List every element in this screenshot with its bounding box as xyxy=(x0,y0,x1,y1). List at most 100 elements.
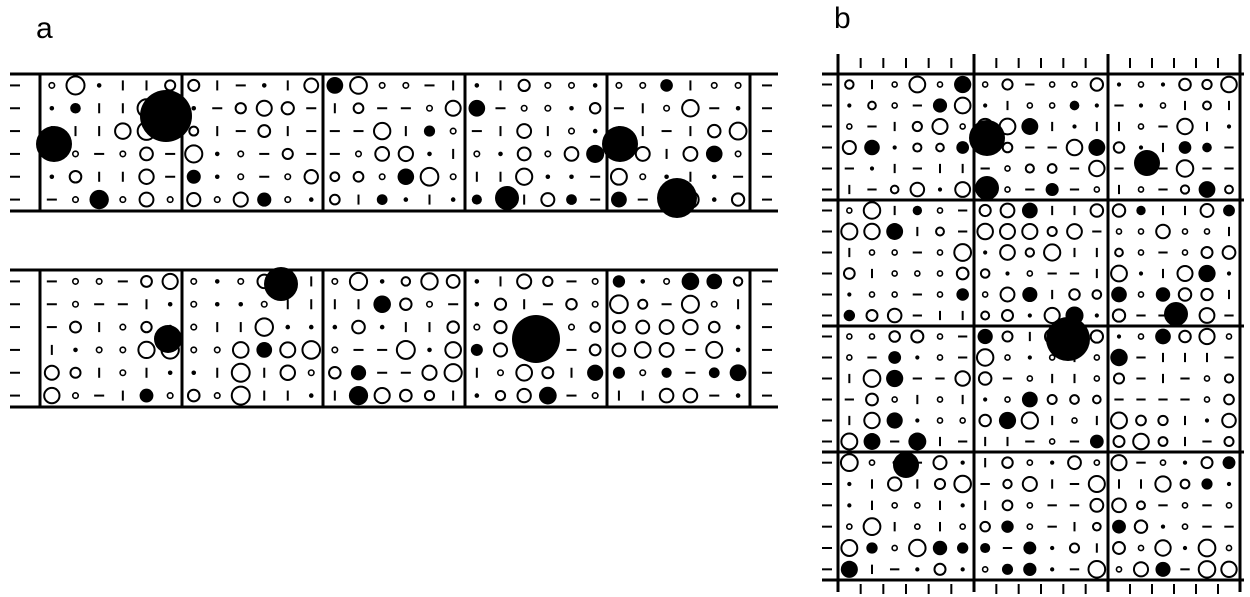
open-circle xyxy=(281,147,294,161)
dot xyxy=(378,173,386,181)
dot xyxy=(591,300,599,308)
open-circle xyxy=(419,166,440,187)
open-circle xyxy=(1046,393,1058,406)
dot xyxy=(1115,565,1123,573)
dot xyxy=(1181,228,1189,235)
dot xyxy=(284,173,292,181)
dot xyxy=(847,103,852,108)
open-circle xyxy=(303,169,319,185)
open-circle xyxy=(1220,560,1238,579)
open-circle xyxy=(1024,163,1035,174)
dot xyxy=(1115,228,1123,235)
open-circle xyxy=(1111,308,1127,323)
open-circle xyxy=(69,366,82,379)
open-circle xyxy=(517,78,531,93)
open-circle xyxy=(352,170,365,183)
open-circle xyxy=(658,341,675,358)
dot xyxy=(48,81,56,89)
dot xyxy=(846,333,853,340)
dot xyxy=(915,418,920,423)
open-circle xyxy=(1068,288,1081,301)
open-circle xyxy=(932,455,948,471)
open-circle xyxy=(1089,77,1105,92)
filled-circle xyxy=(840,560,858,578)
dot xyxy=(592,83,598,88)
dot xyxy=(845,523,853,531)
dot xyxy=(664,174,669,180)
open-circle xyxy=(682,318,699,336)
filled-circle xyxy=(660,79,673,92)
filled-circle xyxy=(1222,456,1236,470)
filled-circle xyxy=(471,194,482,205)
dot xyxy=(1160,82,1166,87)
dot xyxy=(981,565,989,573)
dot xyxy=(847,503,852,508)
open-circle xyxy=(301,340,322,360)
open-circle xyxy=(1001,141,1014,154)
open-circle xyxy=(494,389,507,402)
filled-circle xyxy=(1202,142,1212,153)
filled-circle xyxy=(956,141,970,154)
open-circle xyxy=(444,99,462,117)
open-circle xyxy=(609,294,629,315)
open-circle xyxy=(1157,414,1169,427)
dot xyxy=(119,346,127,354)
open-circle xyxy=(912,142,923,153)
open-circle xyxy=(1178,77,1192,92)
dot xyxy=(1093,354,1101,361)
dot xyxy=(449,127,457,135)
open-circle xyxy=(65,75,86,96)
dot xyxy=(734,81,742,89)
open-circle xyxy=(707,320,721,334)
open-circle xyxy=(1176,117,1194,136)
dot xyxy=(260,300,268,308)
open-circle xyxy=(423,390,436,402)
dot xyxy=(1203,396,1211,403)
filled-circle xyxy=(264,267,298,301)
filled-circle xyxy=(397,168,415,186)
open-circle xyxy=(1088,159,1106,178)
filled-circle xyxy=(256,342,273,358)
open-circle xyxy=(254,317,274,337)
filled-circle xyxy=(1155,287,1171,302)
dot xyxy=(868,459,876,467)
open-circle xyxy=(352,102,365,115)
dot xyxy=(959,417,966,424)
filled-circle xyxy=(1134,150,1160,176)
filled-circle xyxy=(908,432,927,451)
open-circle xyxy=(542,275,554,288)
dot xyxy=(1026,459,1034,467)
open-circle xyxy=(1092,394,1102,405)
open-circle xyxy=(1221,412,1237,429)
dot xyxy=(1048,438,1056,445)
open-circle xyxy=(1068,542,1081,554)
open-circle xyxy=(1132,432,1150,451)
open-circle xyxy=(1224,184,1234,195)
filled-circle xyxy=(1001,520,1014,533)
dot xyxy=(378,81,386,89)
filled-circle xyxy=(1021,391,1038,408)
open-circle xyxy=(445,274,461,289)
dot xyxy=(1048,102,1056,109)
open-circle xyxy=(863,222,881,241)
filled-circle xyxy=(470,343,483,356)
open-circle xyxy=(1223,373,1235,384)
dot xyxy=(592,128,598,134)
dot xyxy=(474,393,480,398)
filled-circle xyxy=(980,542,991,554)
open-circle xyxy=(862,517,882,537)
open-circle xyxy=(1198,327,1216,346)
open-circle xyxy=(443,363,463,383)
dot xyxy=(308,197,314,202)
filled-circle xyxy=(705,145,723,163)
filled-circle xyxy=(866,542,878,554)
open-circle xyxy=(231,341,250,359)
filled-circle xyxy=(186,169,201,184)
filled-circle xyxy=(154,325,182,353)
dot xyxy=(1226,481,1232,487)
dot xyxy=(663,104,671,112)
open-circle xyxy=(1089,497,1105,513)
dot xyxy=(959,123,966,130)
open-circle xyxy=(1112,141,1126,154)
dot xyxy=(1225,333,1233,340)
